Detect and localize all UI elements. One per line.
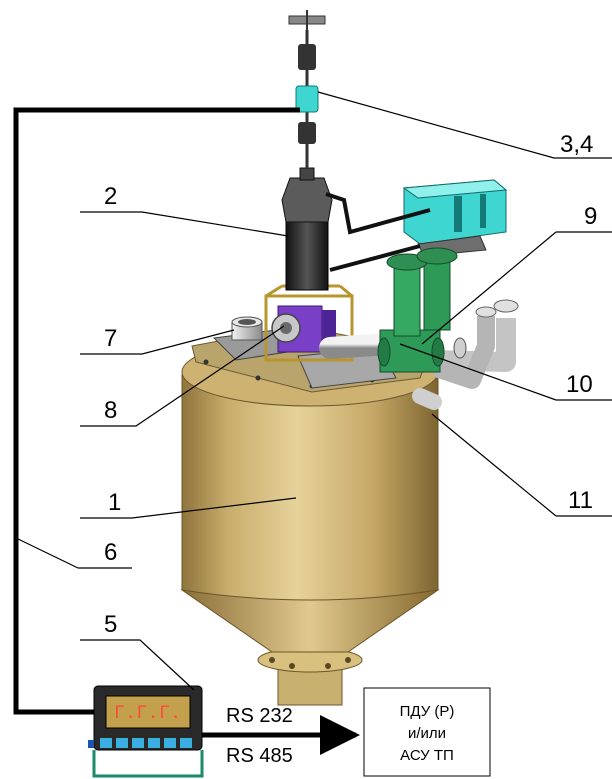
- drive-motor: [325, 179, 508, 272]
- tank-cylinder: [181, 374, 439, 601]
- bottom-side-nozzle: [412, 388, 442, 410]
- target-system-box: ПДУ (Р) и/или АСУ ТП: [363, 687, 491, 777]
- target-line-1: ПДУ (Р): [400, 703, 455, 720]
- callout-1: 1: [108, 489, 121, 516]
- top-nozzle: [231, 316, 263, 341]
- pipework: [319, 299, 519, 410]
- bottom-outlet-flange: [257, 647, 363, 706]
- target-line-2: и/или: [408, 725, 446, 742]
- callout-3-4: 3,4: [560, 131, 593, 158]
- display-readout: Г.Г.Г.: [114, 703, 181, 723]
- callout-11: 11: [568, 487, 593, 514]
- callout-10: 10: [566, 371, 593, 398]
- cyan-coupling: [295, 85, 319, 113]
- sensor-column: [281, 10, 333, 291]
- callout-8: 8: [104, 397, 117, 424]
- valve-right: [423, 255, 451, 331]
- signal-cable: [13, 107, 300, 715]
- display-window: [105, 695, 191, 729]
- sensor-head: [281, 177, 333, 223]
- callout-2: 2: [104, 183, 117, 210]
- target-line-3: АСУ ТП: [400, 747, 454, 764]
- callout-6: 6: [104, 539, 117, 566]
- secondary-unit: Г.Г.Г.: [88, 685, 204, 778]
- rs485-label: RS 485: [226, 745, 293, 767]
- rs232-label: RS 232: [226, 705, 293, 727]
- valve-left: [393, 261, 421, 337]
- callout-5: 5: [104, 611, 117, 638]
- tank-group: [180, 316, 440, 706]
- callout-7: 7: [104, 325, 117, 352]
- sensor-body: [285, 221, 329, 291]
- callout-9: 9: [584, 203, 597, 230]
- leader-lines: [15, 91, 612, 691]
